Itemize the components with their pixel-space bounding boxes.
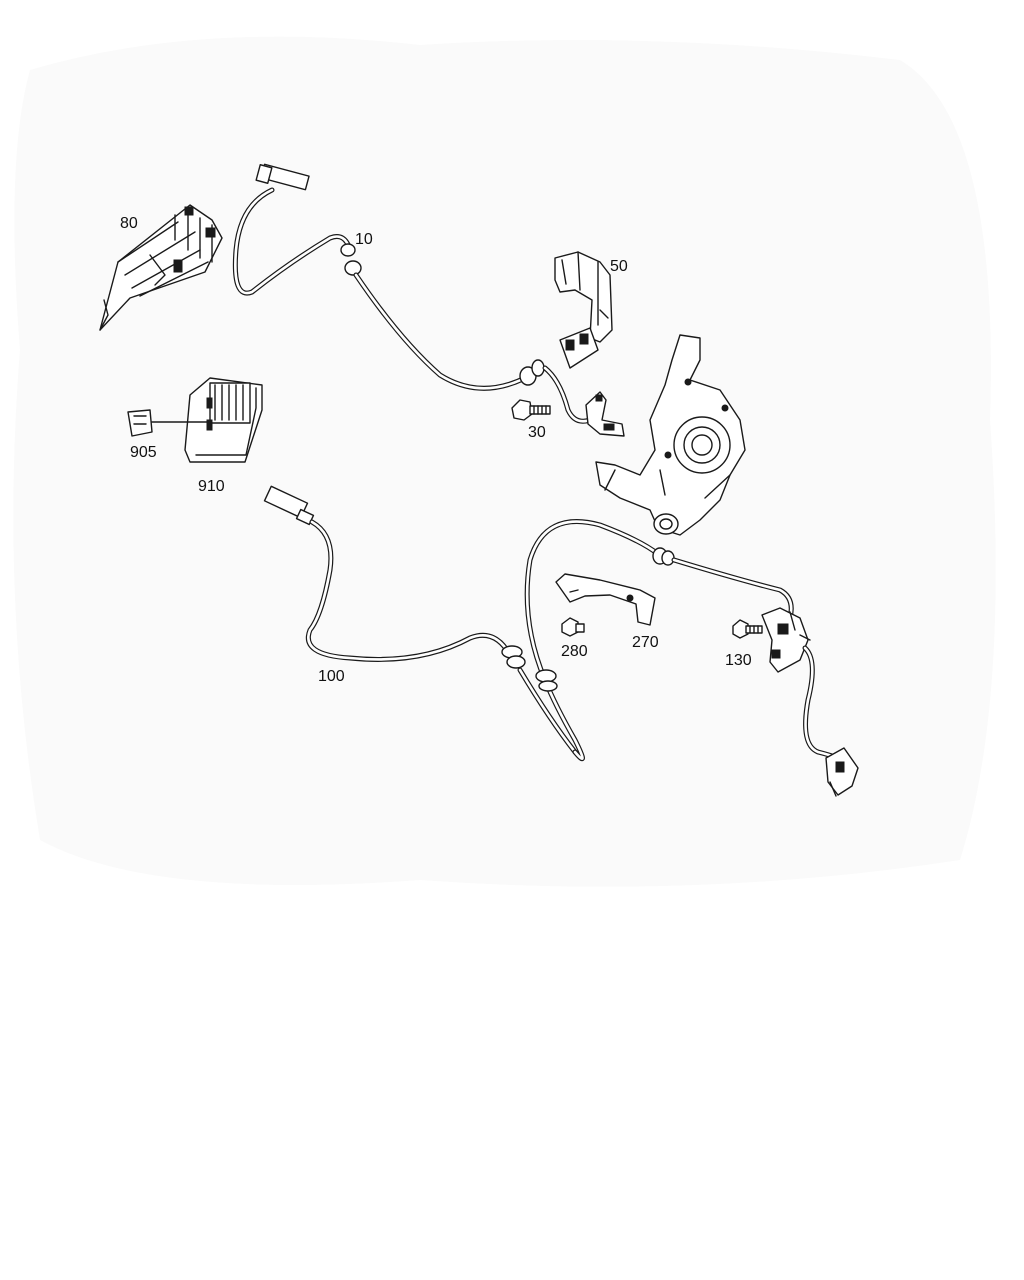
lower-cable-loop[interactable] <box>524 519 794 762</box>
label-part-100: 100 <box>318 668 345 685</box>
background-shading <box>13 36 996 887</box>
part-130-bolt[interactable] <box>732 619 763 639</box>
loop-cable-grommet-lower <box>535 669 558 692</box>
cable-10-grommet-upper <box>340 243 362 276</box>
cable-10-connector <box>255 163 310 191</box>
part-10-sensor-cable[interactable] <box>232 163 625 437</box>
label-part-905: 905 <box>130 444 157 461</box>
cable-10-sensor-head <box>585 391 625 437</box>
label-part-80: 80 <box>120 215 138 232</box>
part-number-labels: 10 30 50 80 100 130 270 280 905 910 <box>120 215 752 685</box>
part-50-bracket[interactable] <box>554 251 613 369</box>
cable-100-grommet <box>501 645 526 669</box>
label-part-50: 50 <box>610 258 628 275</box>
label-part-910: 910 <box>198 478 225 495</box>
lower-sensor-cable-end[interactable] <box>802 645 859 797</box>
part-910-control-module[interactable] <box>184 377 263 463</box>
part-100-sensor-cable[interactable] <box>263 485 578 755</box>
part-130-sensor-connector[interactable] <box>761 607 811 673</box>
label-part-280: 280 <box>561 643 588 660</box>
part-30-bolt[interactable] <box>511 399 551 421</box>
cable-100-connector <box>263 485 315 526</box>
part-905-clip[interactable] <box>127 409 153 437</box>
part-280-bolt[interactable] <box>561 617 585 637</box>
steering-knuckle <box>595 334 746 536</box>
loop-cable-grommet-upper <box>652 547 675 566</box>
label-part-270: 270 <box>632 634 659 651</box>
part-80-bracket-assembly[interactable] <box>99 204 223 331</box>
label-part-10: 10 <box>355 231 373 248</box>
label-part-130: 130 <box>725 652 752 669</box>
part-270-shield-plate[interactable] <box>555 573 656 626</box>
label-part-30: 30 <box>528 424 546 441</box>
